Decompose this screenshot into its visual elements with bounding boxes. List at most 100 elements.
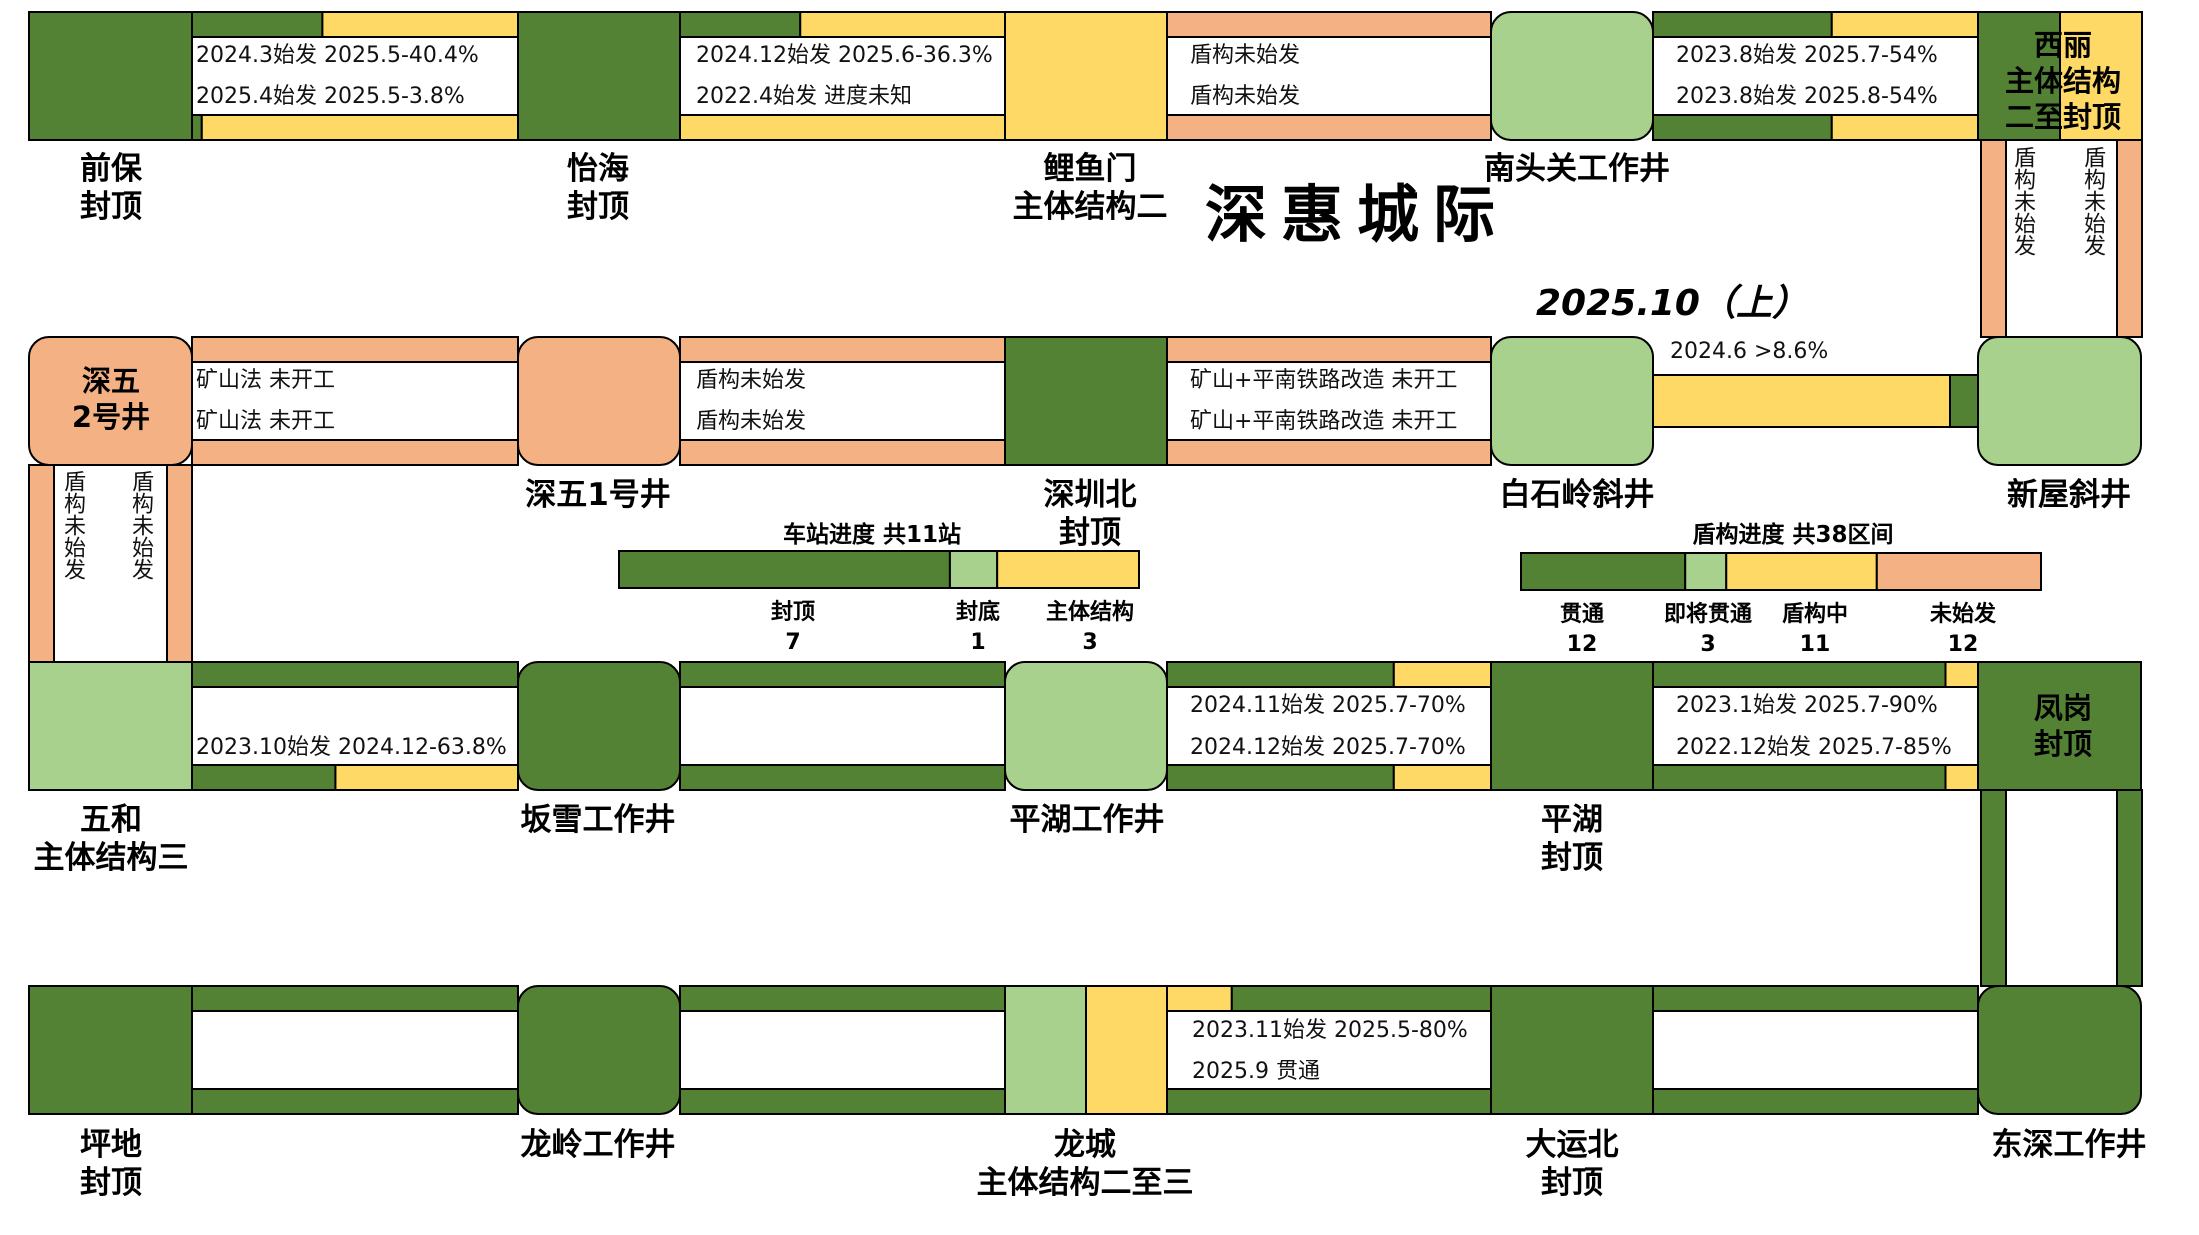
station-label-fenggang: 凤岗封顶	[2033, 691, 2093, 761]
station-progress-bar-segment-0	[618, 550, 951, 589]
station-label-shenwu1: 深五1号井	[525, 477, 671, 513]
tunnel-liyumen-nantouguan-bottom-bar	[1166, 114, 1492, 141]
segment-text: 2023.11始发 2025.5-80%	[1192, 1018, 1468, 1043]
station-box-wuhe	[28, 661, 193, 791]
station-label-baishiling: 白石岭斜井	[1499, 477, 1655, 513]
tunnel-banxue-pinghu-shaft-bottom-bar	[679, 764, 1006, 791]
tunnel-longling-longcheng-bottom-bar	[679, 1088, 1006, 1115]
station-label-liyumen: 鲤鱼门主体结构二	[1012, 151, 1168, 225]
tunnel-qianbao-yihai-bottom-bar	[191, 114, 203, 141]
tunnel-shenzhenbei-baishiling-top-bar	[1166, 336, 1492, 363]
tunnel-nantouguan-xili-bottom-bar	[1830, 114, 1979, 141]
tunnel-shenwu2-wuhe-left-bar	[28, 464, 55, 663]
station-box-longling	[517, 985, 681, 1115]
segment-text: 矿山+平南铁路改造 未开工	[1190, 409, 1458, 434]
shield-progress-bar-segment-0	[1520, 552, 1687, 591]
tunnel-pinghu-fenggang-top-bar	[1944, 661, 1979, 688]
tunnel-xili-xinwu-body	[1980, 139, 2143, 338]
station-label-nantouguan: 南头关工作井	[1484, 151, 1670, 187]
station-box-qianbao	[28, 11, 193, 141]
station-box-xili-right	[2059, 11, 2143, 141]
shield-progress-bar-segment-2	[1725, 552, 1878, 591]
segment-text: 2024.3始发 2025.5-40.4%	[196, 43, 479, 68]
tunnel-longcheng-dayunbei-bottom-bar	[1166, 1088, 1492, 1115]
segment-text: 2023.1始发 2025.7-90%	[1676, 693, 1938, 718]
station-box-longcheng-left	[1004, 985, 1087, 1115]
segment-text: 盾构未始发	[1190, 43, 1301, 68]
segment-text-vertical: 盾构未始发	[128, 470, 153, 580]
tunnel-dayunbei-dongshen-bottom-bar	[1652, 1088, 1979, 1115]
station-box-fenggang	[1977, 661, 2142, 791]
tunnel-wuhe-banxue-bottom-bar	[334, 764, 519, 791]
shield-progress-bar-segment-1	[1684, 552, 1728, 591]
station-box-nantouguan	[1490, 11, 1654, 141]
tunnel-shenwu2-shenwu1-bottom-bar	[191, 439, 519, 466]
tunnel-pinghu-fenggang-top-bar	[1652, 661, 1947, 688]
station-box-shenzhenbei	[1004, 336, 1168, 466]
tunnel-shenwu1-shenzhenbei-top-bar	[679, 336, 1006, 363]
tunnel-fenggang-dongshen-right-bar	[2116, 789, 2143, 987]
tunnel-qianbao-yihai-bottom-bar	[200, 114, 519, 141]
shield-progress-bar-segment-3	[1875, 552, 2042, 591]
tunnel-pinghu-shaft-pinghu-bottom-bar	[1392, 764, 1493, 791]
diagram-title: 深惠城际	[1205, 178, 1510, 251]
station-box-pinghu-shaft	[1004, 661, 1168, 791]
station-box-xinwu	[1977, 336, 2142, 466]
station-box-liyumen	[1004, 11, 1168, 141]
station-label-xili: 西丽主体结构二至封顶	[2004, 28, 2122, 134]
tunnel-nantouguan-xili-bottom-bar	[1652, 114, 1833, 141]
tunnel-pingdi-longling-top-bar	[191, 985, 519, 1012]
segment-text: 2024.11始发 2025.7-70%	[1190, 693, 1466, 718]
station-box-pinghu	[1490, 661, 1654, 791]
station-label-longling: 龙岭工作井	[520, 1127, 676, 1163]
station-box-shenwu1	[517, 336, 681, 466]
station-label-xinwu: 新屋斜井	[2007, 477, 2131, 513]
station-box-dongshen	[1977, 985, 2142, 1115]
tunnel-fenggang-dongshen-body	[1980, 789, 2143, 987]
station-label-pinghu: 平湖封顶	[1541, 802, 1603, 876]
station-label-banxue: 坂雪工作井	[520, 802, 676, 838]
segment-text: 盾构未始发	[696, 368, 807, 393]
segment-text: 2024.12始发 2025.7-70%	[1190, 735, 1466, 760]
tunnel-pinghu-fenggang-bottom-bar	[1944, 764, 1979, 791]
station-box-xili-left	[1977, 11, 2061, 141]
station-label-pingdi: 坪地封顶	[80, 1127, 142, 1201]
tunnel-shenwu1-shenzhenbei-bottom-bar	[679, 439, 1006, 466]
segment-text-vertical: 盾构未始发	[2080, 146, 2105, 256]
segment-text-vertical: 盾构未始发	[60, 470, 85, 580]
tunnel-nantouguan-xili-top-bar	[1830, 11, 1979, 38]
tunnel-pinghu-shaft-pinghu-top-bar	[1392, 661, 1493, 688]
station-label-dongshen: 东深工作井	[1991, 1127, 2147, 1163]
segment-text-vertical: 盾构未始发	[2010, 146, 2035, 256]
tunnel-liyumen-nantouguan-top-bar	[1166, 11, 1492, 38]
segment-text: 2023.8始发 2025.8-54%	[1676, 84, 1938, 109]
station-box-pingdi	[28, 985, 193, 1115]
station-label-longcheng: 龙城主体结构二至三	[976, 1127, 1194, 1201]
station-label-wuhe: 五和主体结构三	[33, 802, 189, 876]
tunnel-baishiling-xinwu-end	[1949, 374, 1979, 428]
tunnel-longling-longcheng-top-bar	[679, 985, 1006, 1012]
segment-text: 2024.12始发 2025.6-36.3%	[696, 43, 993, 68]
tunnel-pingdi-longling-bottom-bar	[191, 1088, 519, 1115]
tunnel-nantouguan-xili-top-bar	[1652, 11, 1833, 38]
segment-text: 矿山法 未开工	[196, 368, 335, 393]
tunnel-yihai-liyumen-top-bar	[799, 11, 1006, 38]
station-box-yihai	[517, 11, 681, 141]
segment-text: 2025.4始发 2025.5-3.8%	[196, 84, 465, 109]
station-progress-title: 车站进度 共11站	[782, 522, 962, 548]
tunnel-pinghu-shaft-pinghu-bottom-bar	[1166, 764, 1395, 791]
segment-text: 2024.6 >8.6%	[1670, 339, 1829, 364]
station-label-pinghu-shaft: 平湖工作井	[1009, 802, 1165, 838]
tunnel-yihai-liyumen-top-bar	[679, 11, 802, 38]
station-progress-bar-segment-2	[996, 550, 1140, 589]
tunnel-baishiling-xinwu-bore	[1652, 374, 1951, 428]
